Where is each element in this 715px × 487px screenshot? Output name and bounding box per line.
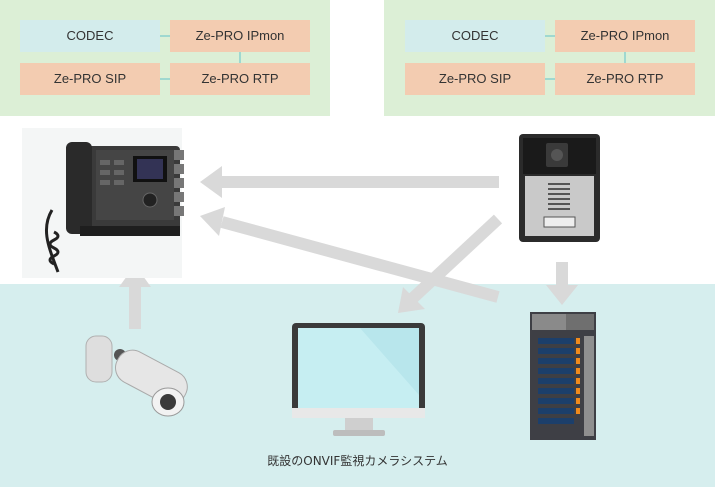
- left-stack-connectors: [160, 35, 241, 80]
- right-rtp-box: Ze-PRO RTP: [555, 63, 695, 95]
- bullet-camera-icon: [85, 335, 188, 417]
- left-sip-box: Ze-PRO SIP: [20, 63, 160, 95]
- right-sip-box: Ze-PRO SIP: [405, 63, 545, 95]
- arrow-nvr-to-phone: [200, 207, 500, 303]
- right-protocol-panel: [384, 0, 715, 116]
- left-protocol-panel: [0, 0, 330, 116]
- arrow-door-to-monitor: [398, 214, 503, 313]
- left-codec-box: CODEC: [20, 20, 160, 52]
- nvr-server-icon: [530, 312, 596, 440]
- left-rtp-box: Ze-PRO RTP: [170, 63, 310, 95]
- arrow-door-to-phone: [200, 166, 499, 198]
- right-ipmon-box: Ze-PRO IPmon: [555, 20, 695, 52]
- right-codec-box: CODEC: [405, 20, 545, 52]
- arrow-door-to-nvr: [546, 262, 578, 305]
- left-ipmon-box: Ze-PRO IPmon: [170, 20, 310, 52]
- right-stack-connectors: [545, 35, 626, 80]
- master-station-phone-icon: [22, 128, 184, 278]
- onvif-system-caption: 既設のONVIF監視カメラシステム: [267, 454, 448, 468]
- monitor-icon: [292, 323, 425, 436]
- door-station-icon: [519, 134, 600, 242]
